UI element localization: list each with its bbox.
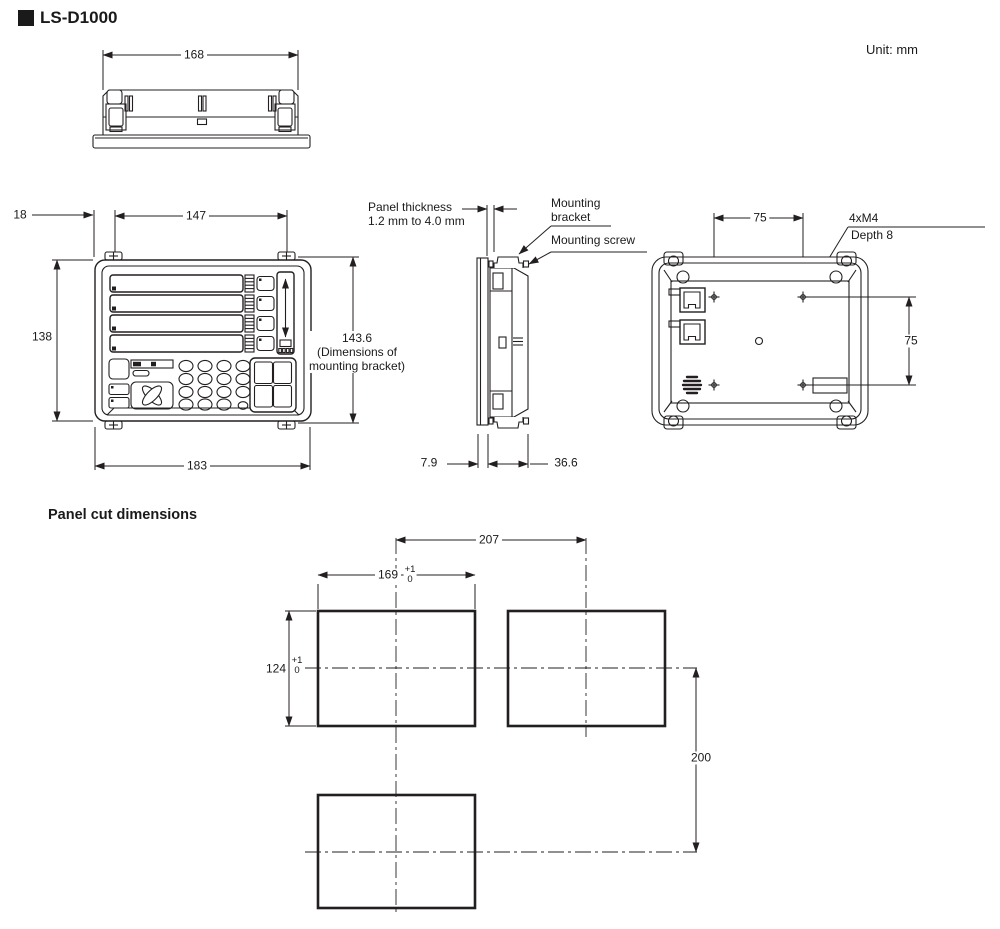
top-view-drawing — [92, 50, 311, 149]
dim-front-width: 183 — [183, 459, 211, 473]
front-view-drawing — [32, 210, 359, 470]
dim-side-bezel-depth: 7.9 — [420, 455, 438, 470]
bracket-note-line1: (Dimensions of — [316, 345, 398, 359]
mounting-bracket-label: Mounting bracket — [551, 196, 601, 224]
model-title: LS-D1000 — [40, 8, 118, 27]
screw-spec-line2: Depth 8 — [851, 228, 894, 242]
screw-spec-line1: 4xM4 — [849, 211, 879, 225]
cutout-left — [316, 609, 477, 728]
section-bullet-icon — [18, 10, 34, 26]
dim-front-offset: 18 — [13, 207, 27, 222]
cut-width-tolerance: +1 0 — [403, 564, 417, 585]
dim-top-width: 168 — [180, 48, 208, 62]
bracket-note-line2: mounting bracket) — [308, 359, 406, 373]
display-windows — [109, 274, 244, 353]
keypad — [108, 357, 297, 413]
dim-cut-center-spacing-v: 200 — [687, 751, 715, 765]
panel-cut-heading: Panel cut dimensions — [48, 507, 198, 523]
panel-cut-drawing — [285, 536, 700, 916]
dim-side-body-depth: 36.6 — [554, 455, 578, 470]
axis-select-strips — [244, 274, 275, 353]
dim-cut-center-spacing-h: 207 — [475, 533, 503, 547]
dim-front-height: 138 — [31, 329, 53, 344]
dim-rear-spacing-top: 75 — [750, 211, 770, 225]
rear-view-drawing — [651, 213, 985, 430]
numeric-keys — [178, 359, 251, 411]
panel-thickness-label: Panel thickness 1.2 mm to 4.0 mm — [368, 200, 465, 228]
connector-ports — [668, 287, 706, 345]
corner-ears — [663, 251, 857, 430]
mounting-screw-label: Mounting screw — [551, 233, 636, 247]
cutout-right — [506, 609, 667, 728]
cutout-lower — [316, 793, 477, 910]
center-hole — [754, 336, 764, 346]
side-view-drawing — [447, 205, 647, 468]
dim-rear-spacing-right: 75 — [901, 334, 921, 348]
buzzer — [681, 375, 703, 395]
unit-label: Unit: mm — [866, 42, 918, 57]
dim-front-bracket-height: 143.6 — [341, 331, 373, 345]
function-key-grid — [249, 357, 297, 413]
mounting-tabs — [104, 251, 296, 430]
dim-cut-height: 124 — [265, 661, 287, 676]
cut-height-tolerance: +1 0 — [290, 655, 304, 676]
dim-cut-width: 169 — [374, 568, 402, 582]
slider-strip — [276, 271, 295, 355]
arrow-pad — [130, 381, 174, 410]
dim-front-bracket-width: 147 — [182, 209, 210, 223]
dim-front-bracket-height-block: 143.6 (Dimensions of mounting bracket) — [305, 331, 409, 373]
m4-screw-marks — [708, 291, 809, 391]
